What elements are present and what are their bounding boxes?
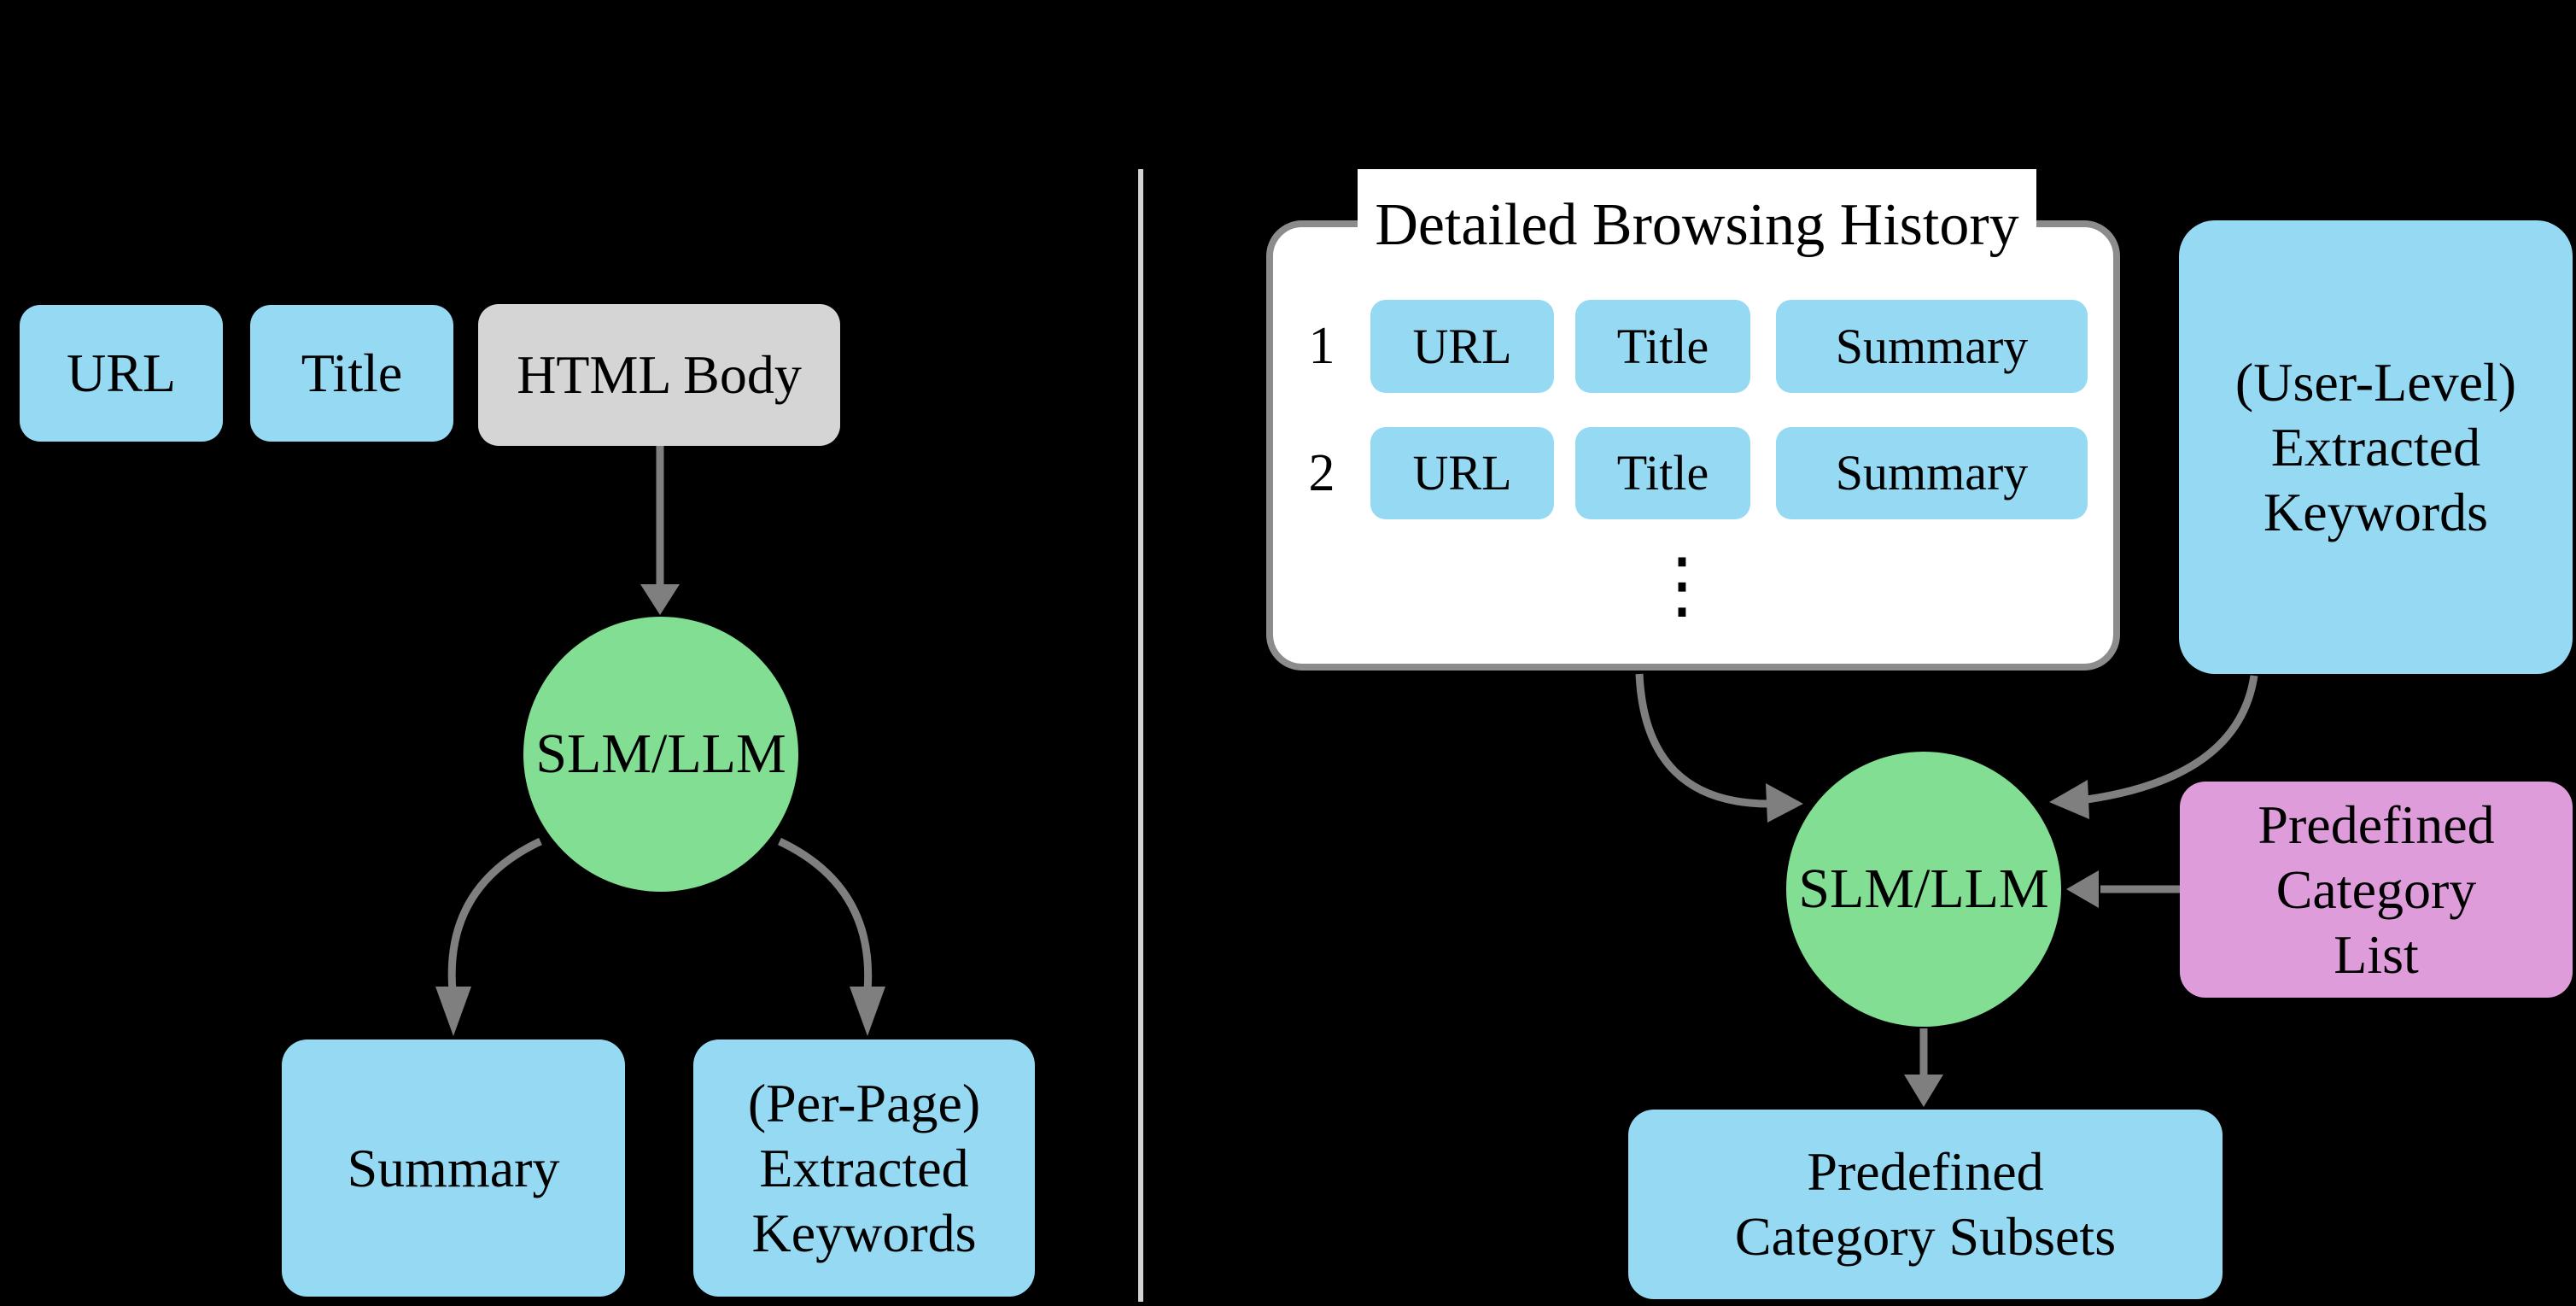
left-summary-node: Summary (282, 1040, 625, 1297)
per-page-line-2: Extracted (759, 1137, 969, 1198)
arrow-slm-to-perpage (778, 837, 873, 992)
category-list-line-2: Category (2275, 858, 2477, 920)
per-page-line-3: Keywords (751, 1202, 977, 1263)
history-row-1-summary: Summary (1776, 300, 2088, 393)
history-row-1-title: Title (1575, 300, 1750, 393)
arrowhead-htmlbody-to-slm (640, 584, 680, 615)
user-level-line-3: Keywords (2263, 481, 2489, 542)
right-slm-llm-circle: SLM/LLM (1786, 752, 2061, 1027)
arrowhead-keywords-to-slm (2049, 780, 2089, 819)
user-level-line-1: (User-Level) (2234, 351, 2517, 413)
left-title-label: Title (301, 343, 403, 403)
category-subsets-line-1: Predefined (1807, 1141, 2044, 1202)
browsing-history-title: Detailed Browsing History (1375, 192, 2019, 258)
left-summary-label: Summary (347, 1137, 560, 1198)
left-html-body-node: HTML Body (478, 304, 840, 446)
left-slm-llm-circle: SLM/LLM (523, 617, 798, 892)
predefined-category-subsets-node: Predefined Category Subsets (1628, 1110, 2223, 1299)
left-title-node: Title (250, 305, 453, 442)
left-per-page-keywords-node: (Per-Page) Extracted Keywords (693, 1040, 1035, 1297)
left-url-node: URL (20, 305, 223, 442)
history-row-2-summary: Summary (1776, 427, 2088, 519)
panel-divider-line (1138, 169, 1143, 1302)
right-slm-llm-label: SLM/LLM (1798, 858, 2049, 920)
arrowhead-categorylist-to-slm (2066, 870, 2099, 908)
left-html-body-label: HTML Body (517, 344, 802, 405)
arrowhead-slm-to-subsets (1904, 1075, 1943, 1107)
row-1-title-label: Title (1616, 318, 1709, 374)
category-list-line-1: Predefined (2258, 794, 2495, 855)
row-2-url-label: URL (1412, 445, 1512, 501)
row-2-title-label: Title (1616, 445, 1709, 501)
history-row-1-index: 1 (1308, 317, 1335, 375)
user-level-keywords-node: (User-Level) Extracted Keywords (2179, 220, 2573, 674)
arrowhead-slm-to-perpage (850, 987, 885, 1036)
category-list-line-3: List (2334, 923, 2419, 985)
browsing-history-title-tab: Detailed Browsing History (1358, 169, 2036, 282)
arrowhead-slm-to-summary (435, 987, 471, 1036)
category-subsets-line-2: Category Subsets (1734, 1206, 2117, 1267)
arrow-history-to-slm (1635, 673, 1770, 808)
left-slm-llm-label: SLM/LLM (535, 723, 786, 785)
history-row-2-index: 2 (1308, 443, 1335, 502)
user-level-line-2: Extracted (2270, 416, 2481, 477)
predefined-category-list-node: Predefined Category List (2180, 782, 2573, 998)
row-1-summary-label: Summary (1835, 318, 2029, 374)
row-1-url-label: URL (1412, 318, 1512, 374)
arrow-slm-to-summary (447, 837, 542, 992)
per-page-line-1: (Per-Page) (747, 1072, 981, 1133)
history-more-rows-ellipsis: ⋮ (1645, 542, 1719, 628)
arrowhead-history-to-slm (1766, 783, 1803, 823)
left-url-label: URL (67, 343, 176, 403)
history-row-1-url: URL (1370, 300, 1554, 393)
history-row-2-url: URL (1370, 427, 1554, 519)
row-2-summary-label: Summary (1835, 445, 2029, 501)
history-row-2-title: Title (1575, 427, 1750, 519)
